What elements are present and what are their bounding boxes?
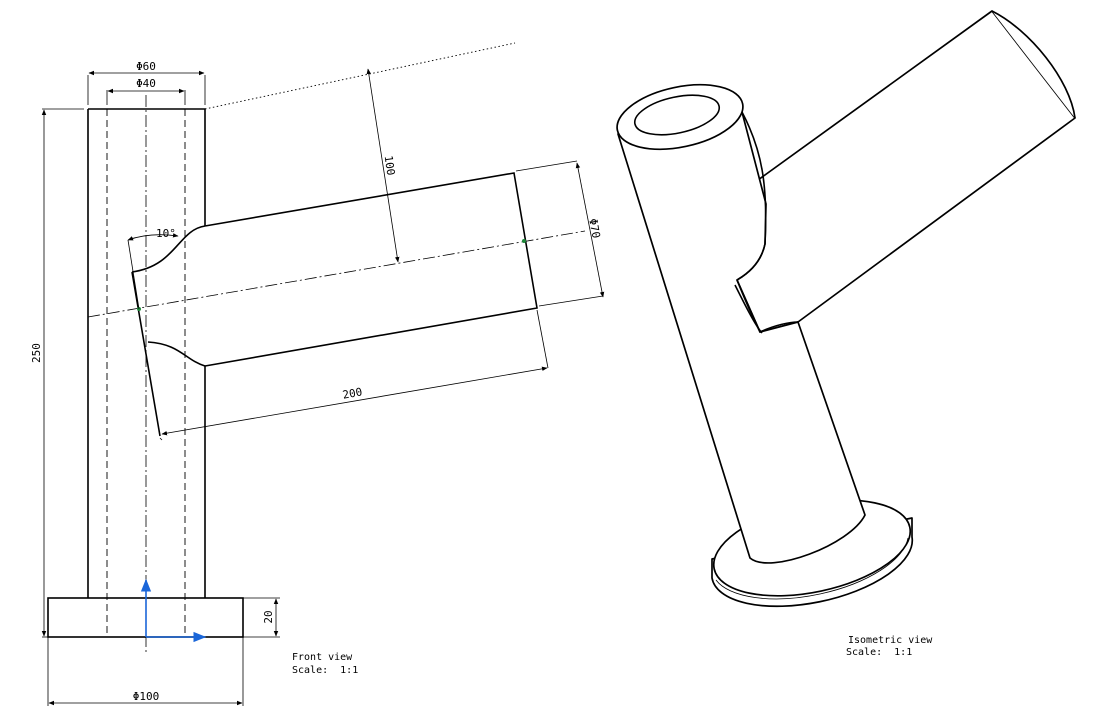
front-view-title: Front view — [292, 652, 353, 663]
dim-d60: Φ60 — [136, 60, 156, 73]
branch-centerline — [87, 230, 586, 318]
intersection-curve-bottom — [147, 341, 206, 367]
dim-angle10: 10° — [156, 227, 176, 240]
iso-branch-cylinder — [736, 10, 1076, 333]
dim-d100: Φ100 — [133, 690, 160, 703]
dim-h250: 250 — [30, 343, 43, 363]
construction-line — [204, 42, 516, 110]
front-view-scale: Scale: 1:1 — [292, 665, 358, 676]
dim-line-h100 — [366, 68, 400, 263]
dim-line-len200 — [161, 366, 548, 436]
dim-h20: 20 — [262, 610, 275, 623]
branch-outline — [204, 172, 538, 367]
isometric-view: Isometric view Scale: 1:1 — [616, 10, 1076, 658]
intersection-curve-top — [131, 225, 206, 273]
dim-h100: 100 — [382, 155, 398, 176]
iso-main-tube — [616, 83, 866, 564]
iso-view-title: Isometric view — [848, 635, 933, 646]
dim-arc-angle10 — [127, 233, 179, 241]
dim-len200: 200 — [341, 385, 363, 401]
dim-line-d70 — [575, 162, 605, 298]
iso-view-scale: Scale: 1:1 — [846, 647, 912, 658]
dim-d70: Φ70 — [586, 217, 602, 239]
dim-d40: Φ40 — [136, 77, 156, 90]
front-view: Φ60 Φ40 100 10° Φ70 200 250 20 — [30, 42, 605, 706]
branch-end-outline — [131, 271, 161, 437]
centerline-point-right — [522, 239, 526, 243]
